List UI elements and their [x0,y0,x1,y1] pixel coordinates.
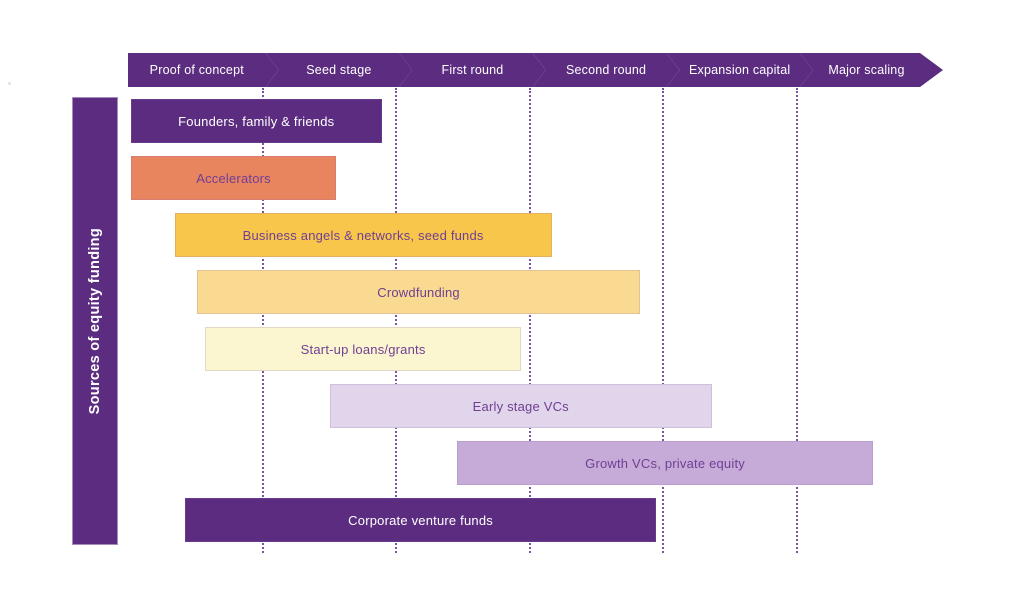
funding-bar-label: Growth VCs, private equity [585,455,745,471]
stage-seed-stage: Seed stage [266,53,413,87]
sidebar-title-bar: Sources of equity funding [72,97,118,545]
funding-bar-business-angels: Business angels & networks, seed funds [174,213,552,257]
funding-bar-label: Crowdfunding [377,284,460,300]
stage-second-round: Second round [533,53,680,87]
stage-boundary-line [528,88,531,553]
stage-major-scaling: Major scaling [800,53,943,87]
funding-bar-startup-loans-grants: Start-up loans/grants [205,327,521,371]
funding-bar-label: Corporate venture funds [348,512,493,528]
stage-boundary-line [261,88,264,553]
funding-bar-label: Accelerators [196,170,271,186]
sidebar-title: Sources of equity funding [87,227,103,415]
stage-label: Expansion capital [688,63,791,77]
stage-first-round: First round [399,53,546,87]
funding-bar-accelerators: Accelerators [130,156,337,200]
funding-bar-founders-family-friends: Founders, family & friends [130,99,382,143]
funding-bar-early-stage-vcs: Early stage VCs [329,384,712,428]
funding-bar-label: Business angels & networks, seed funds [242,227,484,243]
stage-label: First round [441,63,504,77]
stage-expansion-capital: Expansion capital [666,53,813,87]
funding-bar-label: Founders, family & friends [178,113,335,129]
stage-proof-of-concept: Proof of concept [128,53,279,87]
funding-bar-growth-vcs-private-equity: Growth VCs, private equity [456,441,874,485]
funding-bar-corporate-venture-funds: Corporate venture funds [185,498,656,542]
stage-label: Second round [565,63,647,77]
stage-boundary-line [796,88,798,553]
funding-bar-label: Start-up loans/grants [300,341,426,357]
stage-label: Major scaling [828,63,905,77]
funding-bar-crowdfunding: Crowdfunding [197,270,640,314]
stage-boundary-line [395,88,398,553]
stage-label: Seed stage [306,63,372,77]
stage-boundary-line [662,88,665,553]
stage-label: Proof of concept [149,63,244,77]
funding-bar-label: Early stage VCs [472,398,569,414]
speck [8,82,11,85]
